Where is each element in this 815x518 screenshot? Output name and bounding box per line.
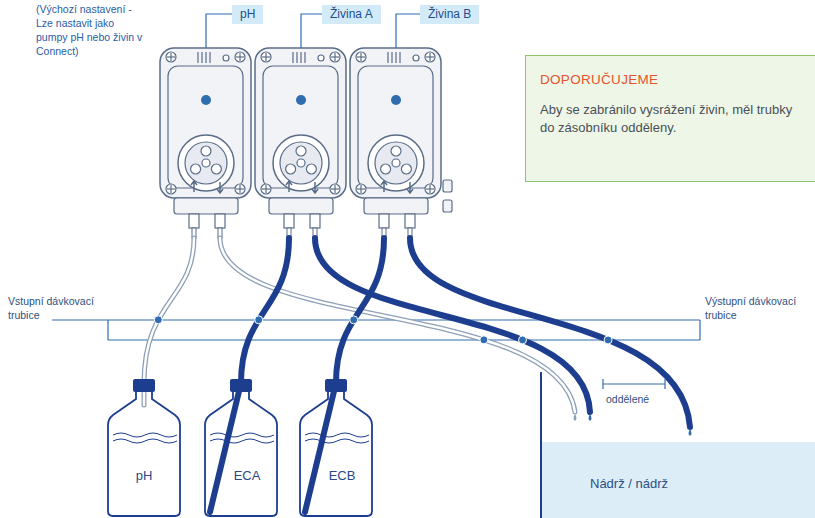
nutrient-pump xyxy=(255,48,346,238)
tank-outline xyxy=(540,372,815,518)
liquid-line xyxy=(210,433,274,443)
illustration-part xyxy=(689,429,692,436)
bottle-body xyxy=(205,391,277,516)
reservoir-bottle: pH xyxy=(105,365,183,518)
bracket-dot xyxy=(255,316,263,324)
reservoir-bottle: ECB xyxy=(297,365,375,518)
illustration-part xyxy=(574,414,577,421)
default-note: (Výchozí nastavení - Lze nastavit jako p… xyxy=(36,2,148,58)
illustration-part xyxy=(443,200,452,212)
bottle-body xyxy=(108,391,180,516)
node-text: ECA xyxy=(208,468,286,483)
node-text: Živina A xyxy=(330,7,373,22)
bottle-outline xyxy=(105,365,183,518)
separation-bracket xyxy=(603,379,665,389)
bracket-dot xyxy=(519,336,527,344)
tank-water xyxy=(542,442,815,518)
bottle-cap xyxy=(230,379,252,392)
nutrient-pump xyxy=(350,48,441,238)
dosing-tube xyxy=(410,238,690,427)
node-text: Živina B xyxy=(428,7,471,22)
illustration-part xyxy=(107,320,108,340)
note-body: Aby se zabránilo vysrážení živin, měl tr… xyxy=(540,101,802,137)
node-text: pH xyxy=(240,7,255,22)
illustration-part xyxy=(443,180,452,192)
illustration-part xyxy=(391,95,401,105)
illustration-part xyxy=(603,383,665,384)
separation-label: oddělené xyxy=(606,392,649,406)
node-text: ECB xyxy=(303,468,381,483)
output-tube-label: Výstupní dávkovací trubice xyxy=(705,294,811,322)
illustration-part xyxy=(664,379,665,389)
note-heading: DOPORUČUJEME xyxy=(540,72,801,87)
illustration-part xyxy=(699,320,700,340)
recommendation-box: DOPORUČUJEME Aby se zabránilo vysrážení ž… xyxy=(525,55,815,182)
tube xyxy=(315,238,590,412)
bottle-body xyxy=(300,391,372,516)
bottle-outline xyxy=(297,365,375,518)
bottle-cap xyxy=(133,379,155,392)
node-text: Nádrž / nádrž xyxy=(590,476,668,491)
tank: Nádrž / nádrž xyxy=(540,372,815,518)
illustration-part xyxy=(296,95,306,105)
bottle-cap xyxy=(325,379,347,392)
dosing-tube xyxy=(315,238,590,412)
drops xyxy=(574,414,692,436)
tank-wall xyxy=(540,372,542,518)
dosing-tube xyxy=(220,238,575,412)
pump-label: Živina B xyxy=(420,5,479,24)
bracket-dot xyxy=(480,336,488,344)
pump-label: Živina A xyxy=(322,5,381,24)
bracket-dot xyxy=(154,316,162,324)
illustration-part xyxy=(201,95,211,105)
side-connectors xyxy=(443,180,452,212)
illustration-part xyxy=(602,379,603,389)
ph-pump xyxy=(160,48,251,238)
pump-label: pH xyxy=(232,5,263,24)
tube-outline xyxy=(220,238,575,412)
leader-dots xyxy=(201,95,401,105)
input-tube-label: Vstupní dávkovací trubice xyxy=(8,294,108,322)
liquid-line xyxy=(305,433,369,443)
liquid-line xyxy=(113,433,177,443)
tube-core xyxy=(220,238,575,412)
node-text: pH xyxy=(105,468,183,483)
tube xyxy=(410,238,690,427)
reservoir-bottle: ECA xyxy=(202,365,280,518)
bottle-outline xyxy=(202,365,280,518)
tube-dots xyxy=(154,316,612,344)
illustration-part xyxy=(589,414,592,421)
illustration-part xyxy=(52,319,700,320)
bracket-dot xyxy=(350,316,358,324)
bracket-dot xyxy=(604,336,612,344)
